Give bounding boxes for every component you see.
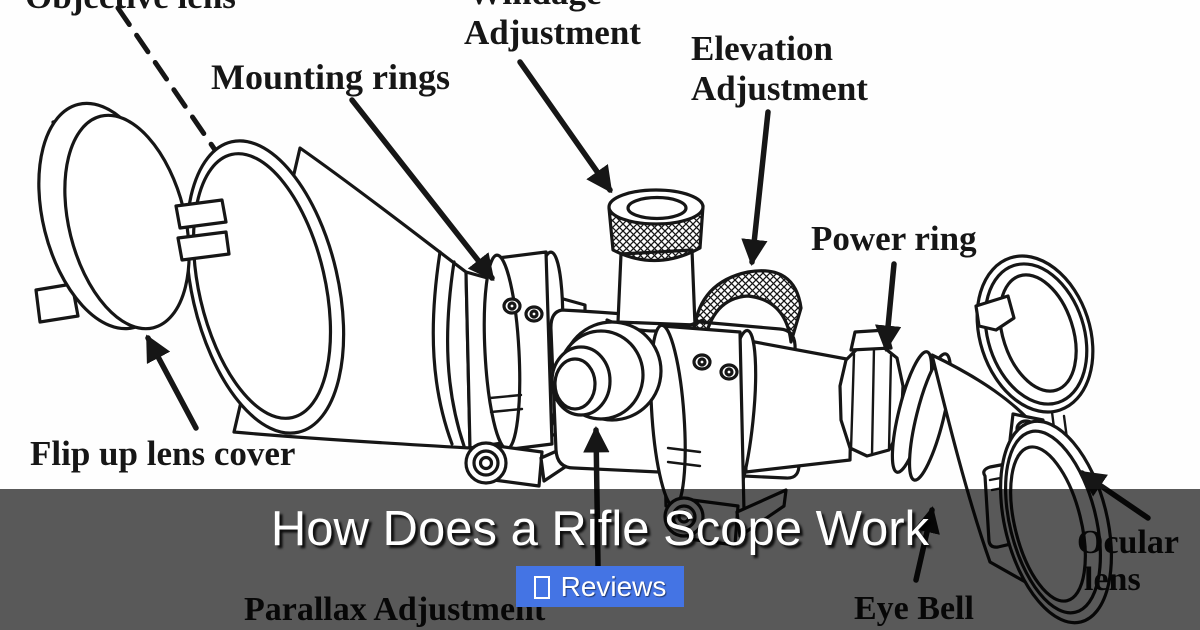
missing-glyph-box-icon (533, 576, 550, 599)
reviews-button-label: Reviews (560, 570, 667, 602)
reviews-button[interactable]: Reviews (515, 566, 685, 607)
label-windage-line2: Adjustment (464, 13, 641, 52)
label-power-ring: Power ring (811, 219, 977, 258)
label-flip-up-lens-cover: Flip up lens cover (30, 434, 295, 473)
elevation-arrow (741, 109, 771, 266)
knurled-adjustment-ring (692, 269, 803, 346)
ocular-flip-cover (974, 254, 1095, 414)
page-title: How Does a Rifle Scope Work (270, 502, 930, 556)
power-ring-arrow (874, 261, 902, 352)
label-objective-lens: Objective lens (25, 0, 236, 16)
title-row: How Does a Rifle Scope Work (0, 502, 1200, 557)
label-windage-line1: Windage- (468, 0, 613, 12)
label-elevation-line2: Adjustment (691, 69, 868, 108)
scope-tube-rear (742, 338, 854, 474)
windage-turret (550, 320, 663, 422)
elevation-turret (605, 188, 705, 333)
objective-pointer-dashed-line (115, 5, 229, 169)
flip-up-cover-arrow (145, 334, 199, 431)
button-row: Reviews (0, 566, 1200, 607)
label-elevation-line1: Elevation (691, 29, 833, 68)
windage-arrow (517, 59, 613, 194)
mounting-rings-arrow (349, 97, 495, 282)
label-mounting-rings: Mounting rings (211, 57, 450, 97)
objective-bell (184, 139, 472, 450)
mounting-ring-front (464, 250, 588, 488)
flip-up-lens-cover (34, 101, 231, 331)
